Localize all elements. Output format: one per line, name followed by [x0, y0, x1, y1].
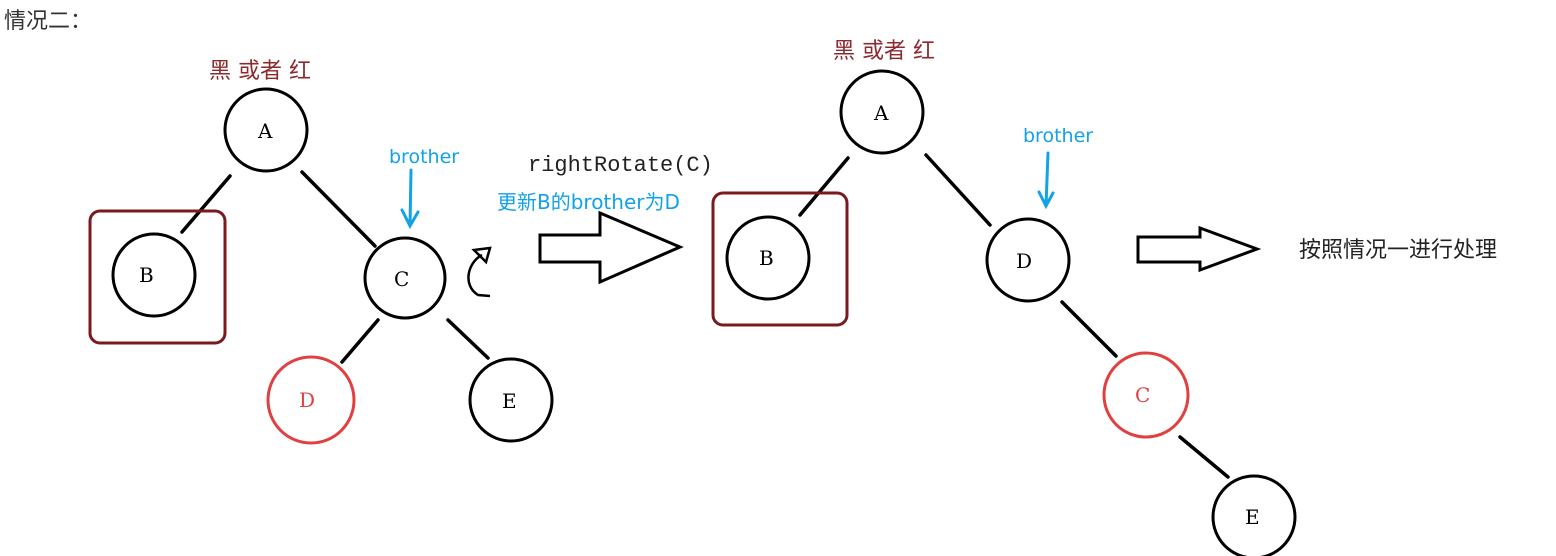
case-title: 情况二： [4, 9, 92, 34]
rotate-icon [467, 246, 492, 298]
edge-c-e [446, 318, 490, 360]
node-label: E [1245, 505, 1260, 529]
edge-a-b [798, 156, 850, 217]
next-step-text: 按照情况一进行处理 [1299, 238, 1497, 263]
down-arrow-icon [400, 168, 420, 230]
node-d: D [985, 217, 1071, 303]
right-tree: 黑 或者 红 A B D C E brother [711, 39, 1297, 556]
edge-c-d [340, 318, 380, 364]
root-color-note: 黑 或者 红 [209, 59, 311, 84]
down-arrow-icon [1037, 151, 1055, 210]
node-a: A [839, 69, 925, 155]
node-a: A [223, 87, 309, 173]
node-label: D [299, 388, 315, 412]
brother-label: brother [389, 146, 459, 168]
node-e: E [1211, 474, 1297, 556]
edge-a-d [924, 153, 992, 227]
node-b: B [111, 232, 197, 318]
edge-a-c [300, 170, 377, 248]
operation-label: rightRotate(C) [528, 153, 713, 178]
operation-note: 更新B的brother为D [497, 190, 680, 214]
edge-d-c [1060, 300, 1118, 358]
node-label: E [502, 389, 517, 413]
root-color-note: 黑 或者 红 [833, 39, 935, 64]
node-label: B [139, 263, 154, 287]
transition-arrow-icon [538, 210, 684, 285]
node-d-red: D [266, 355, 356, 445]
node-label: C [1135, 383, 1150, 407]
brother-label: brother [1023, 125, 1093, 147]
node-c-red: C [1102, 351, 1190, 439]
node-e: E [468, 357, 554, 443]
edge-c-e [1178, 435, 1230, 479]
node-label: D [1016, 249, 1032, 273]
node-label: A [257, 119, 273, 143]
node-label: B [759, 246, 774, 270]
node-b: B [725, 215, 811, 301]
next-step-arrow-icon [1136, 225, 1262, 273]
node-label: A [873, 101, 889, 125]
highlight-box-b [88, 209, 227, 345]
edge-a-b [180, 174, 232, 234]
node-label: C [394, 267, 409, 291]
node-c: C [363, 236, 447, 320]
left-tree: 黑 或者 红 A B C D E brother [88, 59, 554, 445]
highlight-box-b [711, 191, 849, 327]
